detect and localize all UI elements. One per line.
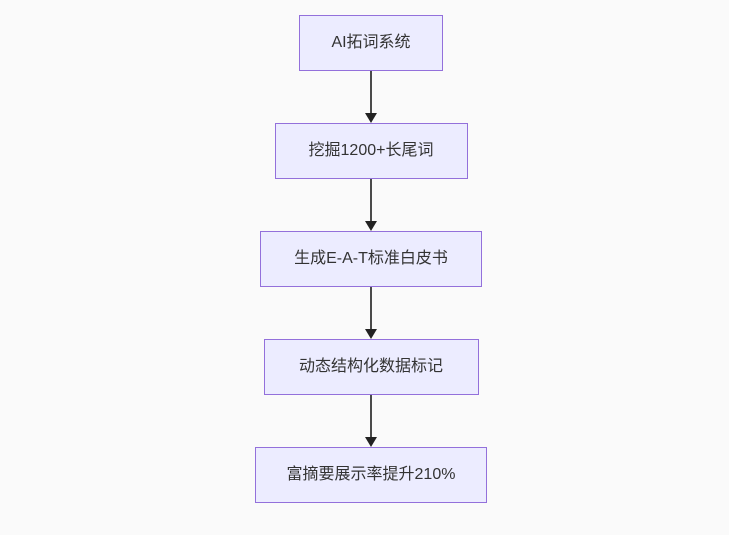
flow-node-step-2: 挖掘1200+长尾词 bbox=[274, 123, 468, 179]
arrow-line bbox=[370, 179, 372, 221]
flowchart-column: AI拓词系统 挖掘1200+长尾词 生成E-A-T标准白皮书 动态结构化数据标记 bbox=[255, 15, 487, 503]
flow-node-step-4: 动态结构化数据标记 bbox=[263, 339, 479, 395]
arrowhead-down-icon bbox=[365, 221, 377, 231]
flow-edge-2-3 bbox=[365, 179, 377, 231]
arrowhead-down-icon bbox=[365, 113, 377, 123]
flow-edge-4-5 bbox=[365, 395, 377, 447]
flow-node-step-1: AI拓词系统 bbox=[299, 15, 443, 71]
flow-node-label: 生成E-A-T标准白皮书 bbox=[294, 250, 448, 267]
arrow-line bbox=[370, 287, 372, 329]
flow-node-step-3: 生成E-A-T标准白皮书 bbox=[260, 231, 482, 287]
arrow-line bbox=[370, 395, 372, 437]
arrowhead-down-icon bbox=[365, 329, 377, 339]
flow-edge-1-2 bbox=[365, 71, 377, 123]
flow-node-label: 挖掘1200+长尾词 bbox=[308, 142, 434, 159]
flow-node-step-5: 富摘要展示率提升210% bbox=[255, 447, 487, 503]
flow-edge-3-4 bbox=[365, 287, 377, 339]
arrowhead-down-icon bbox=[365, 437, 377, 447]
flow-node-label: 富摘要展示率提升210% bbox=[286, 466, 456, 483]
flow-node-label: 动态结构化数据标记 bbox=[298, 358, 443, 375]
arrow-line bbox=[370, 71, 372, 113]
flow-node-label: AI拓词系统 bbox=[331, 34, 411, 51]
